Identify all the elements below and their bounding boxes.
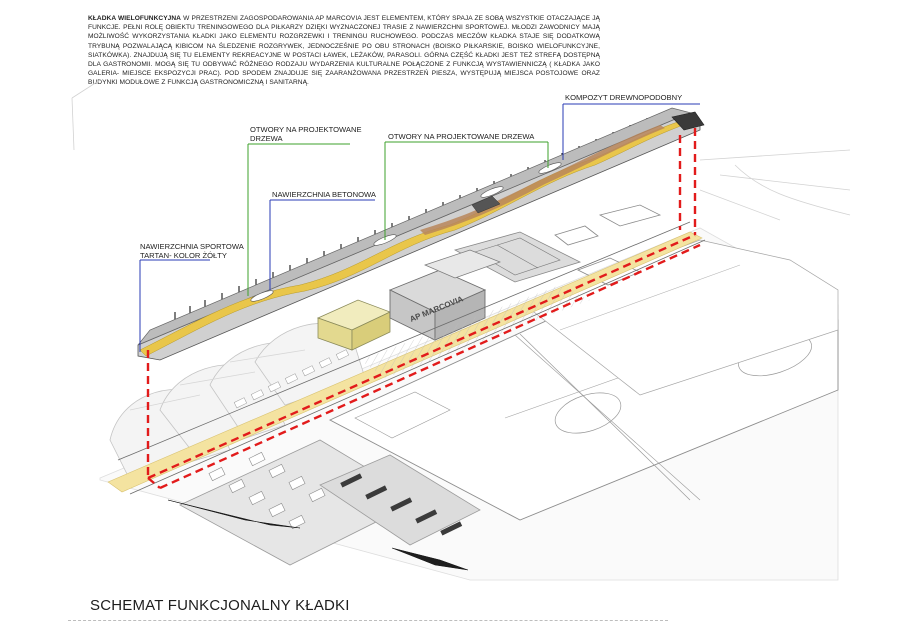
walkway-edge-upper xyxy=(117,221,691,461)
callout-sportowa-line1: NAWIERZCHNIA SPORTOWA xyxy=(140,242,245,251)
multipurpose-court xyxy=(453,231,582,283)
site-outline xyxy=(71,79,851,221)
callout-lines xyxy=(139,103,700,352)
callout-otwory-1-line2: DRZEWA xyxy=(250,134,284,143)
title-divider xyxy=(68,620,668,621)
callout-otwory-1-line1: OTWORY NA PROJEKTOWANE xyxy=(250,125,362,134)
description-text: KŁADKA WIELOFUNKCYJNA W PRZESTRZENI ZAGO… xyxy=(88,14,600,88)
callout-betonowa: NAWIERZCHNIA BETONOWA xyxy=(272,190,377,199)
description-lead: KŁADKA WIELOFUNKCYJNA xyxy=(88,15,181,22)
bridge-end-cap xyxy=(671,111,705,131)
diagram-title: SCHEMAT FUNKCJONALNY KŁADKI xyxy=(90,597,350,614)
bridge-stair xyxy=(471,195,501,214)
walkway-edge-lower xyxy=(129,239,706,495)
callout-sportowa-line2: TARTAN- KOLOR ŻÓŁTY xyxy=(140,251,227,260)
under-bridge-parking xyxy=(233,349,350,409)
callout-otwory-2: OTWORY NA PROJEKTOWANE DRZEWA xyxy=(388,132,535,141)
parking-area xyxy=(167,439,481,571)
bridge-footprint-highlight xyxy=(146,128,701,490)
bridge-deck xyxy=(137,107,705,361)
description-body: W PRZESTRZENI ZAGOSPODAROWANIA AP MARCOV… xyxy=(88,15,601,87)
bridge-composite-strip xyxy=(420,125,665,235)
callout-kompozyt: KOMPOZYT DREWNOPODOBNY xyxy=(565,93,682,102)
bridge-axonometric-diagram: AP MARCOVIA xyxy=(71,79,851,581)
